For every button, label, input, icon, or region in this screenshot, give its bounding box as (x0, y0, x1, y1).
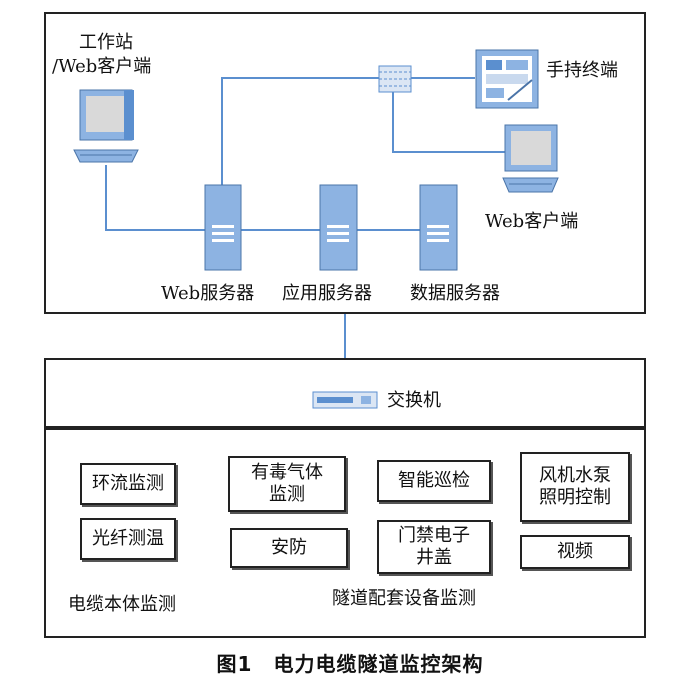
data-server-label: 数据服务器 (410, 283, 500, 304)
cable-group-label: 电缆本体监测 (68, 594, 176, 615)
tunnel-group-label: 隧道配套设备监测 (332, 588, 476, 609)
box-menjin: 门禁电子 井盖 (377, 520, 491, 574)
box-fengji: 风机水泵 照明控制 (520, 452, 630, 522)
network-hub-icon (378, 65, 412, 93)
box-anfang-text: 安防 (271, 537, 307, 558)
figure-caption: 图1 电力电缆隧道监控架构 (216, 652, 484, 676)
switch-icon (312, 391, 378, 409)
box-toxic-gas-line1: 有毒气体 (251, 462, 323, 483)
workstation-label-line2: /Web客户端 (52, 56, 152, 77)
handheld-terminal-icon (475, 49, 539, 109)
box-anfang: 安防 (230, 528, 348, 568)
box-toxic-gas-line2: 监测 (269, 484, 305, 505)
link-hub-webclient (392, 80, 505, 153)
box-huanliu-text: 环流监测 (92, 473, 164, 494)
box-menjin-line2: 井盖 (416, 547, 452, 568)
box-shipin-text: 视频 (557, 541, 593, 562)
box-menjin-line1: 门禁电子 (398, 525, 470, 546)
box-fengji-line1: 风机水泵 (539, 465, 611, 486)
box-shipin: 视频 (520, 535, 630, 569)
box-guangxian: 光纤测温 (80, 518, 176, 560)
data-server-icon (419, 184, 458, 271)
app-server-label: 应用服务器 (282, 283, 372, 304)
workstation-computer-icon (73, 89, 139, 163)
box-zhineng: 智能巡检 (377, 460, 491, 502)
link-workstation-webserver (105, 165, 205, 231)
switch-label: 交换机 (387, 390, 441, 411)
top-frame (44, 12, 646, 314)
box-huanliu: 环流监测 (80, 463, 176, 505)
box-fengji-line2: 照明控制 (539, 487, 611, 508)
box-guangxian-text: 光纤测温 (92, 528, 164, 549)
box-toxic-gas: 有毒气体 监测 (228, 456, 346, 512)
workstation-label-line1: 工作站 (79, 32, 133, 53)
handheld-label: 手持终端 (546, 60, 618, 81)
web-server-label: Web服务器 (161, 283, 255, 304)
web-client-label: Web客户端 (485, 211, 579, 232)
web-client-computer-icon (502, 124, 559, 193)
web-server-icon (204, 184, 242, 271)
box-zhineng-text: 智能巡检 (398, 470, 470, 491)
bottom-frame (44, 428, 646, 638)
app-server-icon (319, 184, 358, 271)
switch-frame (44, 358, 646, 428)
